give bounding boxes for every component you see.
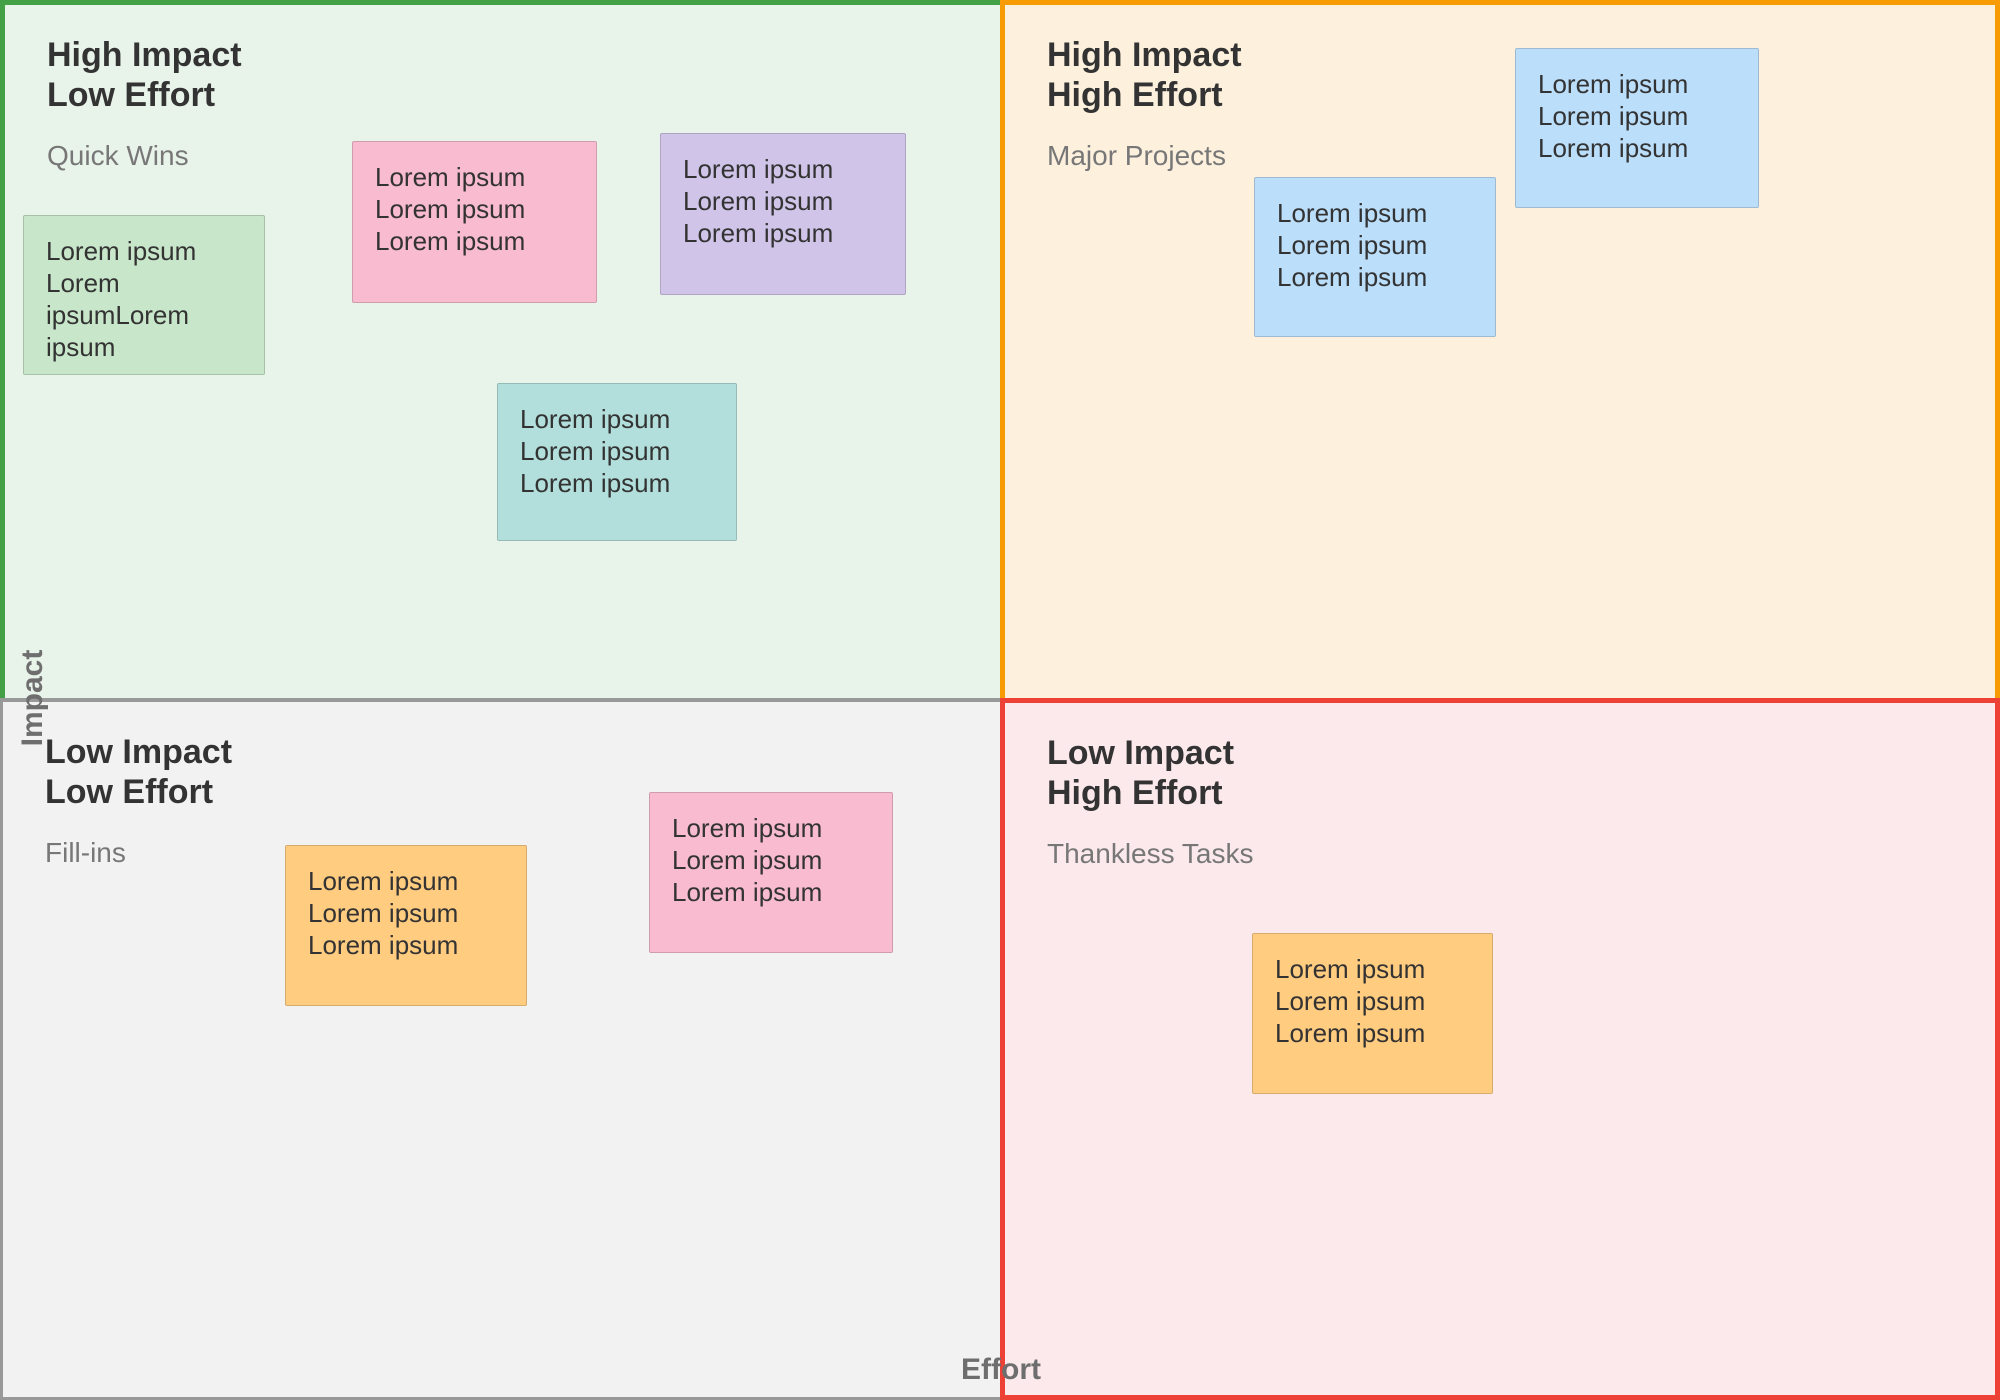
quadrant-title-line1: High Impact xyxy=(1047,36,1242,74)
sticky-note[interactable]: Lorem ipsum Lorem ipsum Lorem ipsum xyxy=(285,845,527,1006)
sticky-note[interactable]: Lorem ipsum Lorem ipsum Lorem ipsum xyxy=(1515,48,1759,208)
sticky-note-text: Lorem ipsum Lorem ipsum Lorem ipsum xyxy=(1277,198,1428,292)
sticky-note-text: Lorem ipsum Lorem ipsum Lorem ipsum xyxy=(1275,954,1426,1048)
quadrant-title-line2: Low Effort xyxy=(45,773,214,811)
quadrant-title-line1: High Impact xyxy=(47,36,242,74)
quadrant-title-line1: Low Impact xyxy=(45,733,233,771)
quadrant-subtitle: Quick Wins xyxy=(47,140,189,171)
sticky-note-text: Lorem ipsum Lorem ipsum Lorem ipsum xyxy=(308,866,459,960)
sticky-note[interactable]: Lorem ipsum Lorem ipsum Lorem ipsum xyxy=(649,792,893,953)
sticky-note-text: Lorem ipsum Lorem ipsum Lorem ipsum xyxy=(1538,69,1689,163)
sticky-note-text: Lorem ipsum Lorem ipsum Lorem ipsum xyxy=(683,154,834,248)
sticky-note[interactable]: Lorem ipsum Lorem ipsum Lorem ipsum xyxy=(1252,933,1493,1094)
sticky-note-text: Lorem ipsum Lorem ipsumLorem ipsum xyxy=(46,236,197,362)
quadrant-subtitle: Fill-ins xyxy=(45,837,126,868)
sticky-note-text: Lorem ipsum Lorem ipsum Lorem ipsum xyxy=(375,162,526,256)
sticky-note[interactable]: Lorem ipsum Lorem ipsum Lorem ipsum xyxy=(497,383,737,541)
impact-axis-label: Impact xyxy=(16,649,49,747)
quadrant-title-line2: Low Effort xyxy=(47,76,216,114)
sticky-note-text: Lorem ipsum Lorem ipsum Lorem ipsum xyxy=(520,404,671,498)
quadrant-subtitle: Major Projects xyxy=(1047,140,1226,171)
quadrant-title-line2: High Effort xyxy=(1047,76,1223,114)
sticky-note[interactable]: Lorem ipsum Lorem ipsum Lorem ipsum xyxy=(352,141,597,303)
sticky-note-text: Lorem ipsum Lorem ipsum Lorem ipsum xyxy=(672,813,823,907)
quadrant-subtitle: Thankless Tasks xyxy=(1047,838,1254,869)
sticky-note[interactable]: Lorem ipsum Lorem ipsum Lorem ipsum xyxy=(1254,177,1496,337)
effort-axis-label: Effort xyxy=(961,1353,1041,1386)
quadrant-title-line2: High Effort xyxy=(1047,774,1223,812)
sticky-note[interactable]: Lorem ipsum Lorem ipsum Lorem ipsum xyxy=(660,133,906,295)
quadrant-title-line1: Low Impact xyxy=(1047,734,1235,772)
sticky-note[interactable]: Lorem ipsum Lorem ipsumLorem ipsum xyxy=(23,215,265,375)
